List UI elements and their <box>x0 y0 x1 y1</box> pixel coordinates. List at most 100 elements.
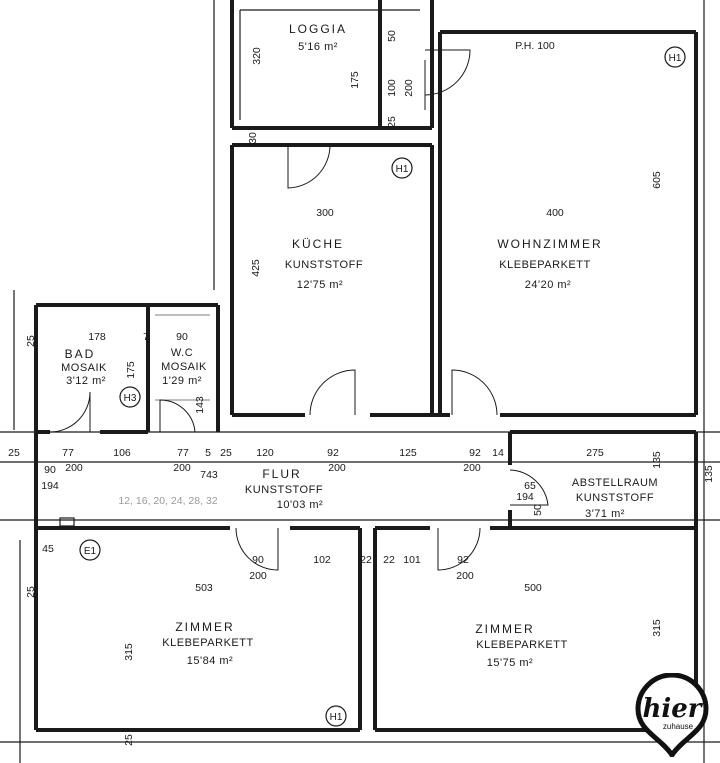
h3-marker <box>119 386 141 408</box>
dim: 200 <box>173 462 191 474</box>
dim: 143 <box>194 396 206 414</box>
wc-area: 1'29 m² <box>162 375 202 387</box>
abstell-floor: KUNSTSTOFF <box>576 492 654 504</box>
dim: 175 <box>349 71 361 89</box>
dim: 25 <box>8 447 20 459</box>
room-kueche: KÜCHE KUNSTSTOFF 12'75 m² <box>285 237 363 291</box>
dim: 101 <box>403 554 421 566</box>
dim: 92 <box>327 447 339 459</box>
dim: 605 <box>651 171 663 189</box>
dim: 5 <box>205 447 211 459</box>
dim: 200 <box>463 462 481 474</box>
h1-marker-2 <box>391 157 413 179</box>
dim: 503 <box>195 582 213 594</box>
logo-pin-shape <box>635 673 709 757</box>
dim: 14 <box>492 447 504 459</box>
wohn-area: 24'20 m² <box>525 279 571 291</box>
dim: 92 <box>457 554 469 566</box>
dim: 25 <box>220 447 232 459</box>
dim: 90 <box>176 331 188 343</box>
room-wc: W.C MOSAIK 1'29 m² <box>161 347 207 387</box>
zimmer2-area: 15'75 m² <box>487 657 533 669</box>
dim: 22 <box>360 554 372 566</box>
dim: 90 <box>44 464 56 476</box>
door-swings <box>49 49 549 571</box>
dim: 175 <box>125 361 137 379</box>
room-loggia: LOGGIA 5'16 m² <box>289 22 347 53</box>
dim: 92 <box>469 447 481 459</box>
dim: 300 <box>316 207 334 219</box>
bad-area: 3'12 m² <box>66 375 106 387</box>
dim: 25 <box>386 116 398 128</box>
dim: 275 <box>586 447 604 459</box>
room-zimmer-left: ZIMMER KLEBEPARKETT 15'84 m² <box>162 620 253 667</box>
dimension-labels: 320 50 175 100 200 25 30 300 400 605 425… <box>8 30 715 746</box>
dim: 25 <box>25 335 37 347</box>
zimmer1-floor: KLEBEPARKETT <box>162 637 253 649</box>
loggia-area: 5'16 m² <box>298 41 338 53</box>
dim: 200 <box>456 570 474 582</box>
dim: 500 <box>524 582 542 594</box>
flur-floor: KUNSTSTOFF <box>245 484 323 496</box>
dim: 102 <box>313 554 331 566</box>
flur-area: 10'03 m² <box>277 499 323 511</box>
kueche-name: KÜCHE <box>292 237 344 251</box>
zimmer2-floor: KLEBEPARKETT <box>476 639 567 651</box>
wc-name: W.C <box>171 347 193 359</box>
dim: 50 <box>386 30 398 42</box>
dim: 320 <box>251 47 263 65</box>
h1-marker-1 <box>664 46 686 68</box>
e1-label: E1 <box>84 546 97 557</box>
flur-note: 12, 16, 20, 24, 28, 32 <box>118 495 217 507</box>
room-zimmer-right: ZIMMER KLEBEPARKETT 15'75 m² <box>475 622 567 669</box>
zimmer1-name: ZIMMER <box>175 620 234 634</box>
logo-word: hier <box>642 694 703 724</box>
dim: 100 <box>386 79 398 97</box>
room-flur: FLUR KUNSTSTOFF 10'03 m² 12, 16, 20, 24,… <box>118 467 323 511</box>
dim: 425 <box>250 259 262 277</box>
parapet-height: P.H. 100 <box>515 40 555 52</box>
dim: 25 <box>123 734 135 746</box>
dim: 7 <box>143 331 149 343</box>
h3-label: H3 <box>124 393 137 404</box>
dim: 178 <box>88 331 106 343</box>
dim: 200 <box>65 462 83 474</box>
dim: 125 <box>399 447 417 459</box>
dim: 194 <box>41 480 59 492</box>
dim: 25 <box>25 586 37 598</box>
dim: 315 <box>651 619 663 637</box>
dim: 30 <box>247 132 259 144</box>
bad-name: BAD <box>65 347 96 361</box>
dim: 22 <box>383 554 395 566</box>
hier-zuhause-logo: hier zuhause <box>635 673 709 757</box>
wohn-floor: KLEBEPARKETT <box>499 259 590 271</box>
dim: 400 <box>546 207 564 219</box>
dim: 45 <box>42 543 54 555</box>
dim: 77 <box>177 447 189 459</box>
dim: 65 <box>524 480 536 492</box>
bad-floor: MOSAIK <box>61 362 107 374</box>
logo-tagline: zuhause <box>663 722 694 731</box>
wc-floor: MOSAIK <box>161 361 207 373</box>
e1-marker <box>79 539 101 561</box>
loggia-name: LOGGIA <box>289 22 347 36</box>
room-bad: BAD MOSAIK 3'12 m² <box>61 347 107 387</box>
symbol-markers: H1 H1 H3 E1 H1 <box>79 46 686 727</box>
dim: 50 <box>532 504 544 516</box>
h1-label-3: H1 <box>330 712 343 723</box>
abstell-area: 3'71 m² <box>585 508 625 520</box>
flur-name: FLUR <box>262 467 301 481</box>
dim: 106 <box>113 447 131 459</box>
dim: 200 <box>249 570 267 582</box>
wohn-name: WOHNZIMMER <box>497 237 602 251</box>
zimmer2-name: ZIMMER <box>475 622 534 636</box>
dim: 120 <box>256 447 274 459</box>
room-abstellraum: ABSTELLRAUM KUNSTSTOFF 3'71 m² <box>572 477 658 520</box>
kueche-area: 12'75 m² <box>297 279 343 291</box>
kueche-floor: KUNSTSTOFF <box>285 259 363 271</box>
dim: 194 <box>516 491 534 503</box>
dim: 135 <box>651 451 663 469</box>
h1-label-1: H1 <box>669 53 682 64</box>
dim: 200 <box>328 462 346 474</box>
